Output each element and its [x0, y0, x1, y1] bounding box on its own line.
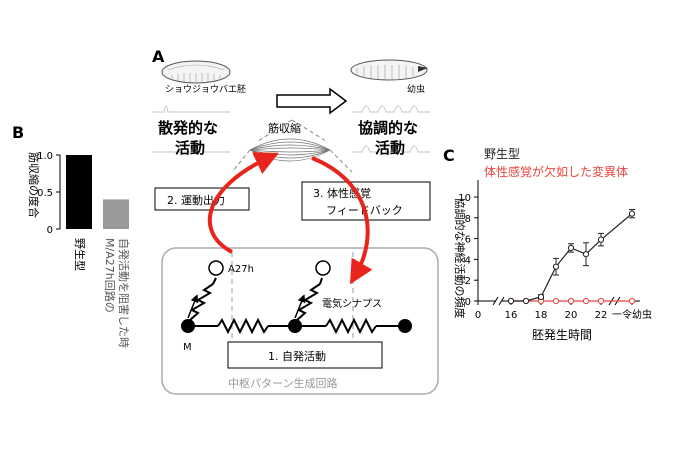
- sensory-feedback-arrow: [311, 156, 373, 285]
- coordinated-activity-trace: [352, 105, 430, 153]
- panel-b-category-label: M/A27h回路の: [103, 238, 116, 313]
- sporadic-activity-trace: [152, 105, 230, 153]
- resistor-2: [325, 317, 377, 335]
- muscle-contraction-label: 筋収縮: [268, 121, 301, 135]
- panel-b-yticks: 0 0.5 1.0: [37, 151, 60, 236]
- resistor-1: [217, 317, 269, 335]
- panel-c-data-point: [597, 236, 605, 243]
- panel-c-data-point: [597, 297, 605, 305]
- sensory-feedback-line-1: 3. 体性感覚: [313, 186, 371, 200]
- panel-b: B 筋収縮の度合 0 0.5 1.0 野生型 M/A27h回路の自発活動を阻害した時: [12, 123, 131, 348]
- panel-c-label: C: [443, 146, 455, 165]
- panel-c-ytick-label: 10: [458, 193, 471, 204]
- panel-c-data-point: [537, 293, 545, 300]
- panel-c-ytick-label: 8: [465, 214, 471, 225]
- panel-c-ylabel: 協調的な神経活動の頻度: [453, 198, 467, 319]
- sporadic-activity-line-2: 活動: [175, 139, 205, 157]
- panel-c-xtick-label: 20: [565, 310, 578, 321]
- panel-b-ytick-label: 1.0: [37, 151, 53, 162]
- cpg-box: [161, 247, 439, 395]
- panel-b-ytick-label: 0: [47, 225, 53, 236]
- legend-wildtype: 野生型: [484, 147, 520, 161]
- panel-c-ytick-label: 4: [465, 255, 471, 266]
- panel-c-data-point: [582, 297, 590, 305]
- panel-c-data-point: [567, 297, 575, 305]
- panel-c-data-point: [552, 297, 560, 305]
- legend-mutant: 体性感覚が欠如した変異体: [484, 164, 628, 179]
- electrical-synapse-label: 電気シナプス: [322, 297, 382, 310]
- panel-b-bar: [103, 199, 129, 229]
- neuron-a27h-1: [208, 260, 224, 276]
- panel-b-category-labels: 野生型 M/A27h回路の自発活動を阻害した時: [73, 238, 131, 348]
- panel-c-data-point: [628, 210, 636, 217]
- panel-c-series: [507, 208, 636, 305]
- panel-c-xlabel: 胚発生時間: [532, 328, 592, 342]
- panel-c-yticks: 0 2 4 6 8 10: [458, 193, 478, 308]
- embryo-label: ショウジョウバエ胚: [165, 84, 246, 95]
- motor-output-arrow: [207, 152, 279, 254]
- panel-b-bar: [66, 155, 92, 229]
- panel-c-data-point: [567, 244, 575, 252]
- spring-synapse-1: [189, 283, 214, 321]
- larva-illustration: [350, 59, 428, 81]
- panel-c-data-point: [552, 263, 560, 270]
- panel-c-xtick-label: 0: [475, 310, 481, 321]
- neuron-m-1: [181, 319, 195, 333]
- panel-c-xtick-label: 16: [505, 310, 518, 321]
- panel-a: A ショウジョウバエ胚 幼虫 散発的な 活動: [152, 47, 439, 395]
- panel-c-xtick-label: 22: [595, 310, 608, 321]
- embryo-illustration: [161, 60, 231, 84]
- panel-b-label: B: [12, 123, 24, 142]
- a27h-label: A27h: [228, 264, 254, 275]
- panel-c-series-line: [511, 213, 633, 302]
- neuron-m-3: [398, 319, 412, 333]
- development-arrow: [276, 87, 348, 115]
- coordinated-activity-line-2: 活動: [375, 139, 405, 157]
- muscle-illustration: [249, 138, 331, 162]
- panel-c-axes: [477, 180, 640, 306]
- motor-output-box: 2. 運動出力: [154, 187, 250, 211]
- panel-c-xtick-label: 18: [535, 310, 548, 321]
- panel-b-bars: [66, 155, 129, 229]
- panel-c-data-point: [582, 251, 590, 258]
- panel-c-xtick-label: 一令幼虫: [612, 308, 652, 321]
- panel-b-category-label: 自発活動を阻害した時: [117, 238, 131, 348]
- panel-c-data-point: [507, 297, 515, 305]
- cpg-label: 中枢パターン生成回路: [228, 376, 337, 390]
- spring-synapse-2: [296, 283, 321, 321]
- panel-c-ytick-label: 0: [465, 297, 471, 308]
- panel-b-ytick-label: 0.5: [37, 188, 53, 199]
- motor-output-label: 2. 運動出力: [167, 193, 225, 207]
- sensory-feedback-box: 3. 体性感覚 フィードバック: [301, 181, 431, 221]
- coordinated-activity-line-1: 協調的な: [358, 119, 418, 137]
- panel-b-category-label: 野生型: [73, 238, 87, 271]
- sporadic-activity-line-1: 散発的な: [158, 119, 218, 137]
- neuron-m-2: [288, 319, 302, 333]
- panel-c-data-point: [628, 297, 636, 305]
- panel-c-ytick-label: 2: [465, 276, 471, 287]
- panel-c-ytick-label: 6: [465, 235, 471, 246]
- spontaneous-activity-box: 1. 自発活動: [227, 341, 383, 369]
- panel-c: C 野生型 体性感覚が欠如した変異体 協調的な神経活動の頻度 胚発生時間 0 2 4…: [443, 146, 652, 342]
- panel-c-data-point: [522, 297, 530, 305]
- muscle-cone-lines: [231, 119, 353, 173]
- m-neuron-label: M: [183, 342, 192, 353]
- panel-b-ylabel: 筋収縮の度合: [27, 152, 41, 218]
- panel-a-label: A: [152, 47, 165, 66]
- spontaneous-activity-label: 1. 自発活動: [268, 349, 326, 363]
- panel-c-xticks: 0 16 18 20 22 一令幼虫: [475, 301, 652, 321]
- neural-circuit: [181, 260, 412, 335]
- larva-label: 幼虫: [407, 83, 425, 95]
- neuron-a27h-2: [315, 260, 331, 276]
